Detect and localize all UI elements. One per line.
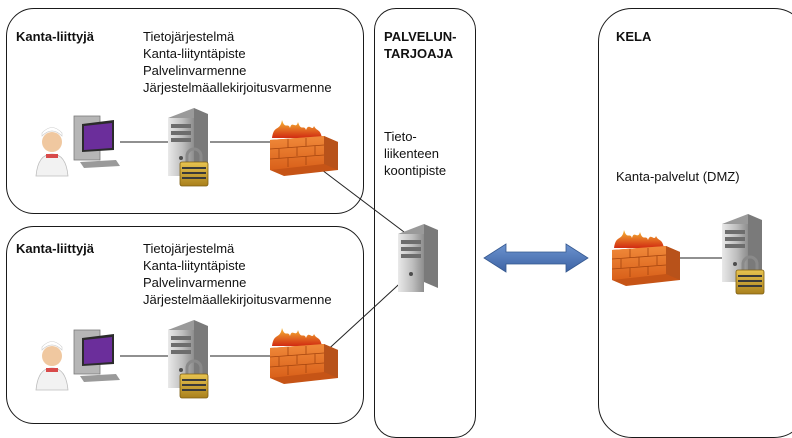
- bidirectional-arrow-icon: [483, 243, 589, 273]
- client-item: Palvelinvarmenne: [143, 275, 247, 290]
- server-icon: [398, 224, 438, 292]
- provider-title: PALVELUN- TARJOAJA: [384, 29, 457, 61]
- user-workstation-icon: [35, 115, 121, 177]
- client-item: Kanta-liityntäpiste: [143, 46, 246, 61]
- firewall-icon: [611, 229, 681, 287]
- link-firewall-bottom-hub: [321, 275, 409, 356]
- hub-label: Tieto- liikenteen koontipiste: [384, 129, 447, 178]
- client-item: Järjestelmäallekirjoitusvarmenne: [143, 80, 332, 95]
- client-item: Kanta-liityntäpiste: [143, 258, 246, 273]
- link-firewall-top-hub: [321, 169, 413, 239]
- client-item: Tietojärjestelmä: [143, 241, 235, 256]
- client-title-bottom: Kanta-liittyjä: [16, 241, 95, 256]
- kela-title: KELA: [616, 29, 652, 44]
- client-title-top: Kanta-liittyjä: [16, 29, 95, 44]
- kela-service-label: Kanta-palvelut (DMZ): [616, 169, 740, 184]
- client-item: Palvelinvarmenne: [143, 63, 247, 78]
- firewall-icon: [269, 327, 339, 385]
- client-items-top: Tietojärjestelmä Kanta-liityntäpiste Pal…: [143, 28, 332, 96]
- client-item: Järjestelmäallekirjoitusvarmenne: [143, 292, 332, 307]
- client-items-bottom: Tietojärjestelmä Kanta-liityntäpiste Pal…: [143, 240, 332, 308]
- firewall-icon: [269, 119, 339, 177]
- diagram-canvas: [35, 108, 766, 400]
- user-workstation-icon: [35, 329, 121, 391]
- client-item: Tietojärjestelmä: [143, 29, 235, 44]
